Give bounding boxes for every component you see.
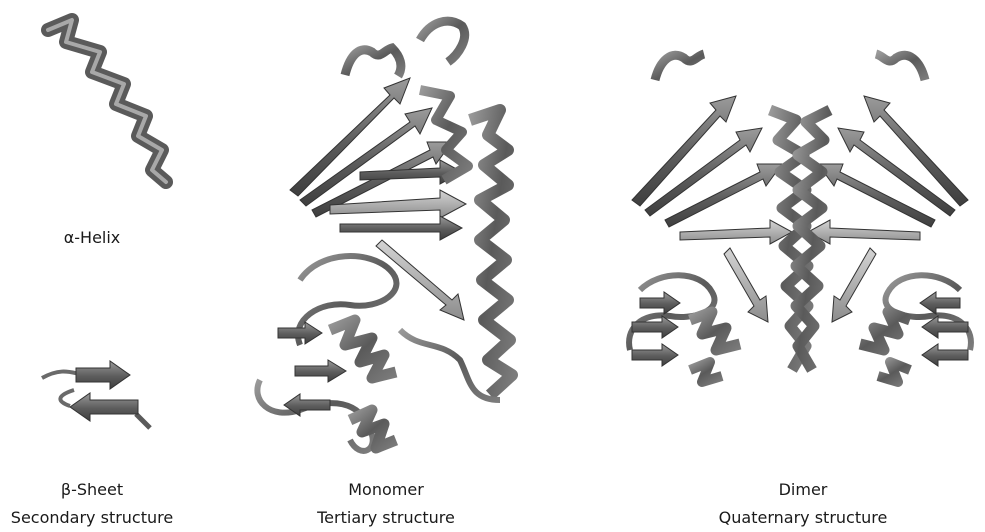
beta-strand-arrow bbox=[724, 248, 768, 322]
beta-strand-arrow bbox=[818, 164, 935, 227]
dimer-label: Dimer bbox=[779, 480, 828, 499]
beta-strand-arrow bbox=[76, 361, 130, 389]
alpha-helix-ribbon bbox=[48, 20, 166, 182]
beta-strand-arrow bbox=[832, 248, 876, 322]
alpha-helix-label: α-Helix bbox=[64, 228, 121, 247]
beta-strand-arrow bbox=[808, 220, 920, 244]
quaternary-structure-caption: Quaternary structure bbox=[719, 508, 888, 527]
beta-strand-arrow bbox=[680, 220, 792, 244]
beta-sheet-ribbon bbox=[42, 361, 150, 428]
monomer-structure bbox=[257, 21, 512, 451]
beta-strand-arrow bbox=[295, 360, 346, 382]
tertiary-structure-caption: Tertiary structure bbox=[317, 508, 455, 527]
monomer-label: Monomer bbox=[348, 480, 424, 499]
beta-strand-arrow bbox=[376, 240, 464, 320]
beta-strand-arrow bbox=[922, 344, 968, 366]
beta-strand-arrow bbox=[920, 292, 960, 314]
dimer-left-monomer bbox=[629, 54, 808, 382]
secondary-structure-caption: Secondary structure bbox=[11, 508, 173, 527]
beta-strand-arrow bbox=[665, 164, 782, 227]
beta-strand-arrow bbox=[640, 292, 680, 314]
beta-strand-arrow bbox=[632, 344, 678, 366]
beta-strand-arrow bbox=[70, 393, 138, 421]
beta-sheet-label: β-Sheet bbox=[61, 480, 123, 499]
beta-strand-arrow bbox=[340, 216, 462, 240]
dimer-right-monomer bbox=[796, 54, 971, 382]
